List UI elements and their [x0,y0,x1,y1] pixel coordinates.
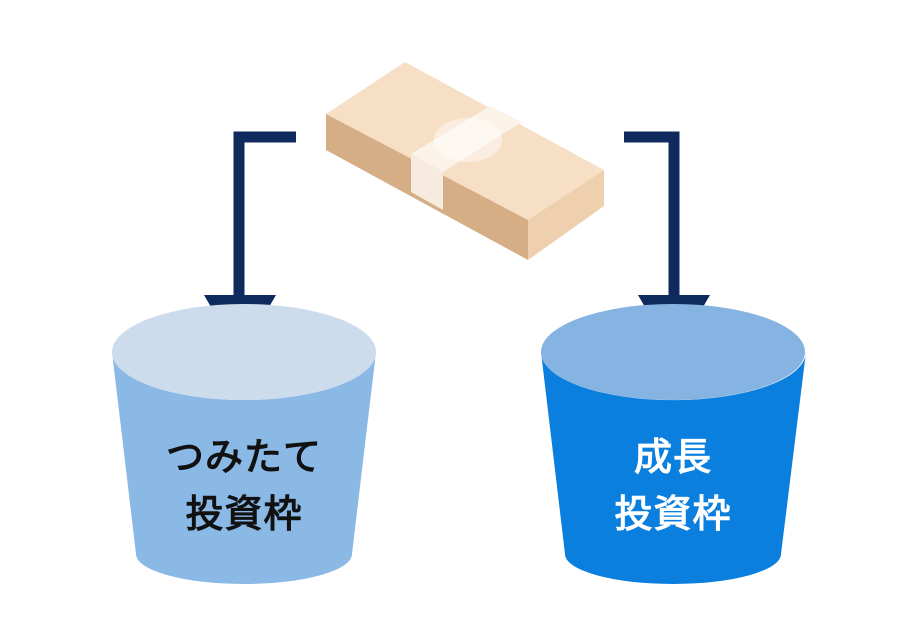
left-cylinder: つみたて 投資枠 [112,304,376,584]
bundle-side-face [528,170,604,260]
left-cylinder-top [112,304,376,400]
right-cylinder-top [541,304,805,400]
bundle-seal [434,118,502,162]
left-cylinder-body [112,352,376,584]
right-cylinder: 成長 投資枠 [541,304,806,584]
left-cylinder-label-line1: つみたて [166,435,322,479]
right-cylinder-label-line1: 成長 [634,435,712,479]
right-cylinder-label-line2: 投資枠 [614,492,731,536]
bundle-band-front [411,154,443,210]
left-cylinder-label-line2: 投資枠 [185,492,302,536]
right-cylinder-body [541,352,806,584]
money-bundle-icon [326,62,604,260]
bundle-band [411,106,522,172]
